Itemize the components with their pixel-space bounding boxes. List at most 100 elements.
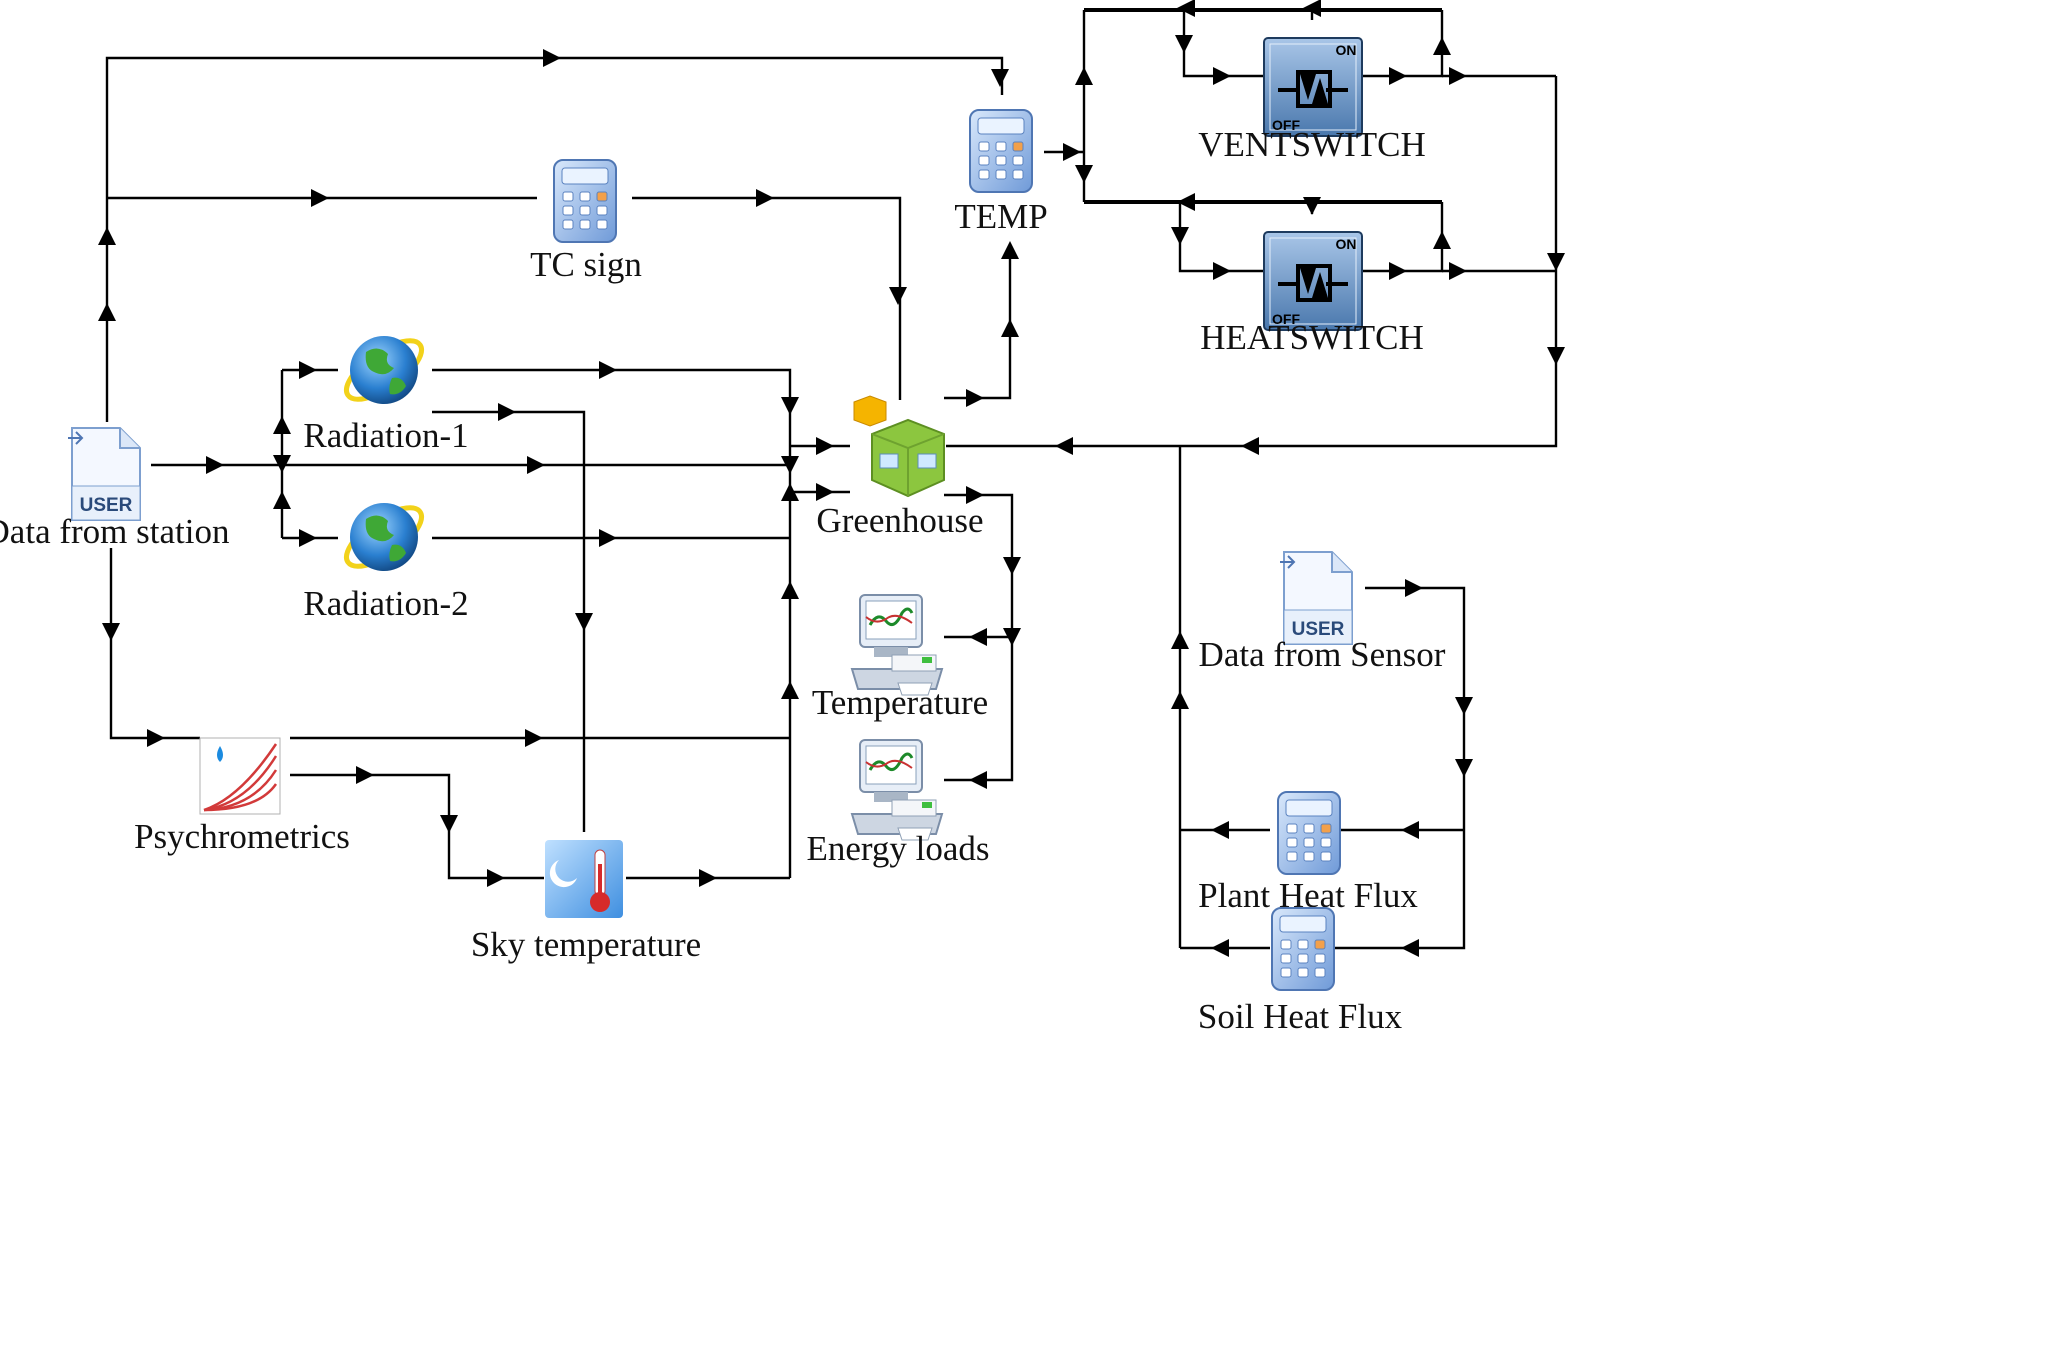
greenhouse-block[interactable]: Greenhouse [816, 395, 984, 540]
data-from-sensor-label: Data from Sensor [1199, 635, 1446, 674]
arrow-head [1171, 631, 1189, 649]
data-from-sensor-block[interactable]: USER Data from Sensor [1199, 551, 1446, 674]
temperature-label: Temperature [812, 683, 988, 722]
psychrometrics-label: Psychrometrics [134, 817, 350, 856]
arrow-head [498, 403, 516, 421]
temp-block[interactable]: TEMP [954, 109, 1048, 236]
data-from-station-block[interactable]: USER Data from station [0, 427, 229, 551]
arrow-head [1003, 628, 1021, 646]
on-off-switch-icon: ON OFF [1262, 36, 1364, 138]
arrow-head [1547, 253, 1565, 271]
arrow-head [356, 766, 374, 784]
arrow-head [575, 613, 593, 631]
globe-radiation-icon [338, 497, 431, 577]
arrow-head [1211, 821, 1229, 839]
arrow-head [273, 455, 291, 473]
user-data-file-icon: USER [1280, 551, 1353, 645]
calculator-icon [969, 109, 1033, 193]
user-data-file-icon: USER [68, 427, 141, 521]
switch-off-text: OFF [1272, 311, 1300, 327]
user-icon-text: USER [1292, 619, 1345, 640]
arrow-head [1001, 241, 1019, 259]
arrow-head [147, 729, 165, 747]
plotter-printer-icon [850, 738, 944, 842]
arrow-head [889, 287, 907, 305]
arrow-head [969, 771, 987, 789]
radiation-1-block[interactable]: Radiation-1 [303, 330, 469, 455]
psychrometrics-block[interactable]: Psychrometrics [134, 737, 350, 856]
arrow-head [969, 628, 987, 646]
arrow-head [1001, 319, 1019, 337]
arrow-head [816, 483, 834, 501]
arrow-head [1455, 759, 1473, 777]
psychrometric-chart-icon [199, 737, 281, 815]
radiation-1-label: Radiation-1 [303, 416, 468, 455]
arrow-head [781, 397, 799, 415]
arrow-head [1055, 437, 1073, 455]
arrow-head [1211, 939, 1229, 957]
heatswitch-label: HEATSWITCH [1200, 318, 1424, 357]
arrow-head [1455, 697, 1473, 715]
arrow-head [102, 623, 120, 641]
arrow-head [273, 416, 291, 434]
arrow-head [966, 389, 984, 407]
temperature-output-block[interactable]: Temperature [812, 593, 988, 722]
arrow-head [1171, 227, 1189, 245]
arrow-head [1171, 691, 1189, 709]
arrow-head [756, 189, 774, 207]
arrow-head [781, 456, 799, 474]
arrow-head [1177, 0, 1195, 17]
arrow-head [1175, 35, 1193, 53]
switch-on-text: ON [1336, 42, 1357, 58]
arrow-head [599, 361, 617, 379]
arrow-head [1241, 437, 1259, 455]
arrow-head [1303, 197, 1321, 215]
radiation-2-label: Radiation-2 [303, 584, 468, 623]
data-from-station-label: Data from station [0, 512, 229, 551]
arrow-head [299, 361, 317, 379]
arrow-head [1389, 262, 1407, 280]
arrow-head [98, 227, 116, 245]
arrow-head [1401, 939, 1419, 957]
calculator-icon [1271, 907, 1335, 991]
arrow-head [599, 529, 617, 547]
arrow-head [440, 815, 458, 833]
arrow-head [781, 483, 799, 501]
sky-temperature-block[interactable]: Sky temperature [471, 840, 701, 964]
greenhouse-label: Greenhouse [816, 501, 983, 540]
arrow-head [1389, 67, 1407, 85]
energy-loads-label: Energy loads [806, 829, 989, 868]
calculator-icon [553, 159, 617, 243]
arrow-head [991, 69, 1009, 87]
soil-heat-flux-block[interactable]: Soil Heat Flux [1198, 907, 1403, 1036]
arrow-head [1213, 262, 1231, 280]
arrow-head [1075, 67, 1093, 85]
arrow-heads [98, 0, 1565, 957]
arrow-head [699, 869, 717, 887]
tc-sign-block[interactable]: TC sign [530, 159, 642, 284]
arrow-head [1547, 347, 1565, 365]
arrow-head [1405, 579, 1423, 597]
globe-radiation-icon [338, 330, 431, 410]
arrow-head [1063, 143, 1081, 161]
arrow-head [1401, 821, 1419, 839]
arrow-head [98, 303, 116, 321]
plant-heat-flux-block[interactable]: Plant Heat Flux [1198, 791, 1418, 915]
energy-loads-output-block[interactable]: Energy loads [806, 738, 990, 868]
arrow-head [1449, 262, 1467, 280]
radiation-2-block[interactable]: Radiation-2 [303, 497, 469, 623]
arrow-head [527, 456, 545, 474]
sky-thermometer-icon [545, 840, 623, 918]
soil-heat-flux-label: Soil Heat Flux [1198, 997, 1403, 1036]
arrow-head [1177, 193, 1195, 211]
arrow-head [966, 486, 984, 504]
ventswitch-label: VENTSWITCH [1198, 125, 1425, 164]
on-off-switch-icon: ON OFF [1262, 230, 1364, 332]
arrow-head [299, 529, 317, 547]
heatswitch-block[interactable]: ON OFF HEATSWITCH [1200, 230, 1424, 357]
arrow-head [781, 581, 799, 599]
arrow-head [206, 456, 224, 474]
arrow-head [1449, 67, 1467, 85]
ventswitch-block[interactable]: ON OFF VENTSWITCH [1198, 36, 1426, 164]
plotter-printer-icon [850, 593, 944, 697]
